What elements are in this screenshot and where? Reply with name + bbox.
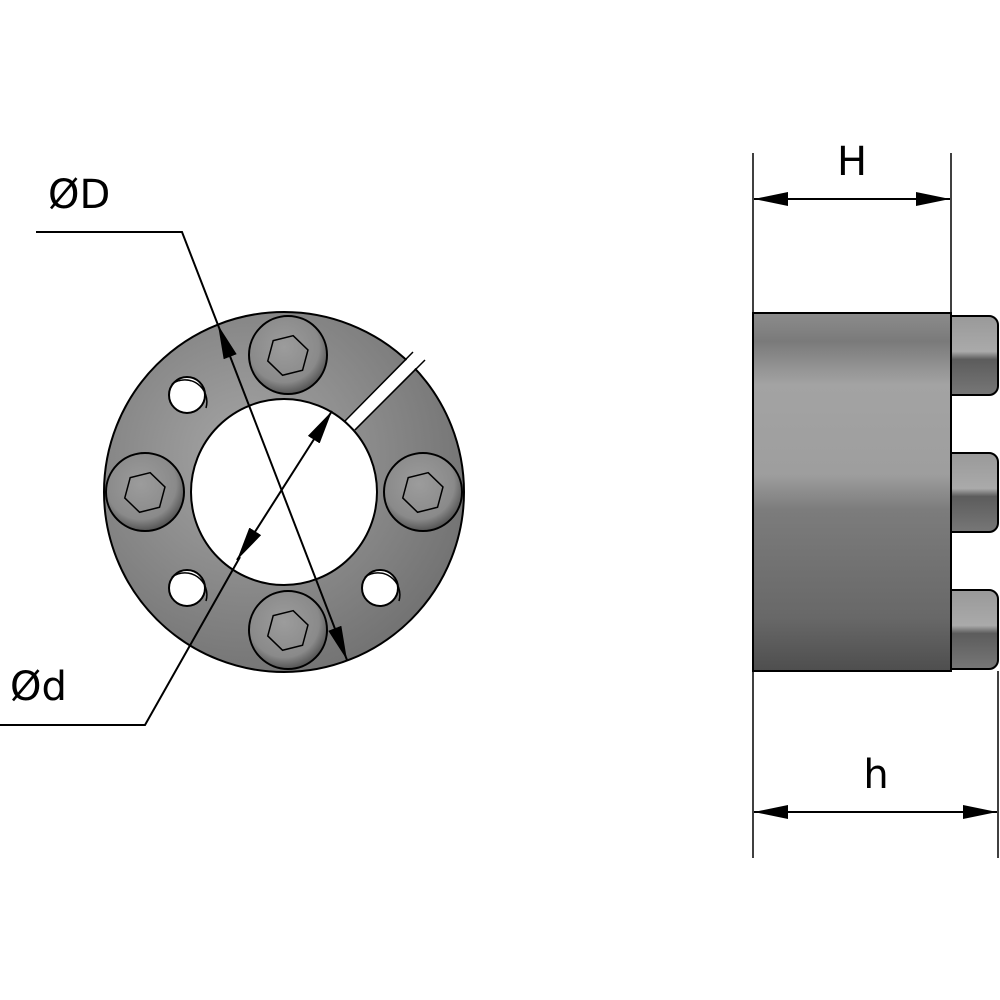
screw-head (950, 315, 999, 396)
threaded-hole (168, 376, 208, 414)
inner-diameter-label: Ød (10, 664, 67, 710)
inner-diameter-leader (0, 556, 241, 726)
threaded-hole (361, 569, 401, 607)
outer-diameter-label: ØD (48, 172, 110, 218)
hex-socket-screw (248, 590, 328, 670)
screw-head (950, 589, 999, 670)
hex-socket-screw (105, 452, 185, 532)
side-view: H h (752, 139, 999, 858)
H-label: H (837, 139, 867, 185)
ring-slit (345, 350, 425, 430)
screw-head (950, 452, 999, 533)
outer-diameter-leader (36, 231, 219, 326)
hex-socket-screw (248, 315, 328, 395)
front-view: ØD Ød (0, 172, 466, 726)
h-label: h (863, 752, 888, 798)
hex-socket-screw (383, 452, 463, 532)
ring-body (752, 312, 952, 672)
threaded-hole (168, 569, 208, 607)
inner-diameter-dimension-line (236, 410, 333, 561)
